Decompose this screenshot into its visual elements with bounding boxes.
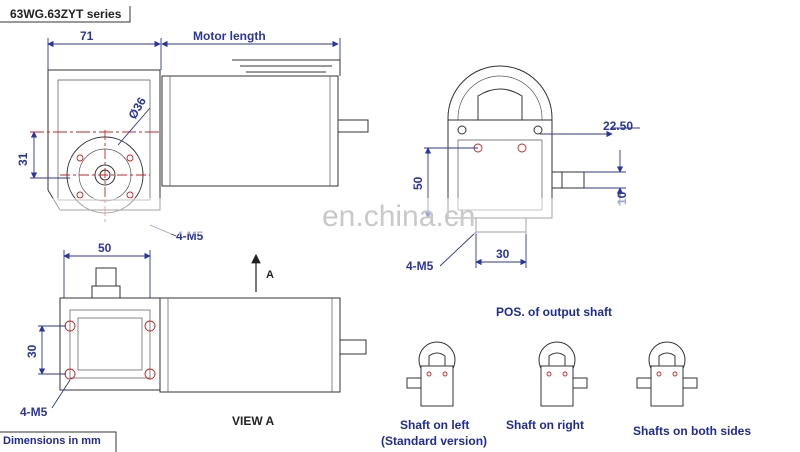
motor-shaft — [337, 119, 369, 133]
pos-shaft-left — [406, 341, 456, 407]
right-caption: Shaft on right — [506, 418, 584, 432]
series-title: 63WG.63ZYT series — [10, 7, 122, 21]
dim-front-30-label: 30 — [496, 247, 510, 261]
shaft-positions: POS. of output shaft Shaft on left (Stan… — [381, 305, 751, 448]
dim-bottom-30-label: 30 — [25, 344, 39, 358]
positions-heading: POS. of output shaft — [496, 305, 612, 319]
dim-71-label: 71 — [80, 29, 94, 43]
front-view: 22.50 10 50 30 4-M5 — [406, 65, 640, 273]
gearbox-housing — [47, 69, 161, 211]
dim-bottom-50-label: 50 — [98, 241, 112, 255]
footer-note: Dimensions in mm — [3, 435, 101, 447]
dim-31-label: 31 — [16, 152, 30, 166]
front-holes-label: 4-M5 — [406, 259, 434, 273]
dim-front-50-label: 50 — [411, 176, 425, 190]
bottom-shaft — [95, 267, 117, 287]
view-a-label: VIEW A — [232, 414, 275, 428]
motor-body — [161, 75, 339, 187]
both-caption: Shafts on both sides — [633, 424, 751, 438]
pos-shaft-right — [538, 341, 588, 407]
pos-shaft-both — [636, 341, 698, 407]
bottom-motor-body — [159, 297, 341, 393]
side-view: 71 Motor length Ø36 31 — [16, 29, 369, 243]
watermark: en.china.cn — [0, 198, 800, 234]
left-caption-1: Shaft on left — [400, 418, 469, 432]
bottom-holes-label: 4-M5 — [20, 405, 48, 419]
bottom-gearbox — [59, 297, 161, 391]
left-caption-2: (Standard version) — [381, 434, 487, 448]
watermark-text: en.china.cn — [322, 200, 475, 233]
dim-22-50-label: 22.50 — [603, 119, 633, 133]
dim-motor-length-label: Motor length — [193, 29, 266, 43]
title-box: 63WG.63ZYT series — [0, 6, 131, 23]
front-output-shaft — [551, 171, 585, 189]
bottom-view: 50 30 4-M5 A VIEW A — [20, 241, 367, 428]
view-arrow-label: A — [266, 269, 274, 281]
footer-box: Dimensions in mm — [0, 431, 117, 452]
